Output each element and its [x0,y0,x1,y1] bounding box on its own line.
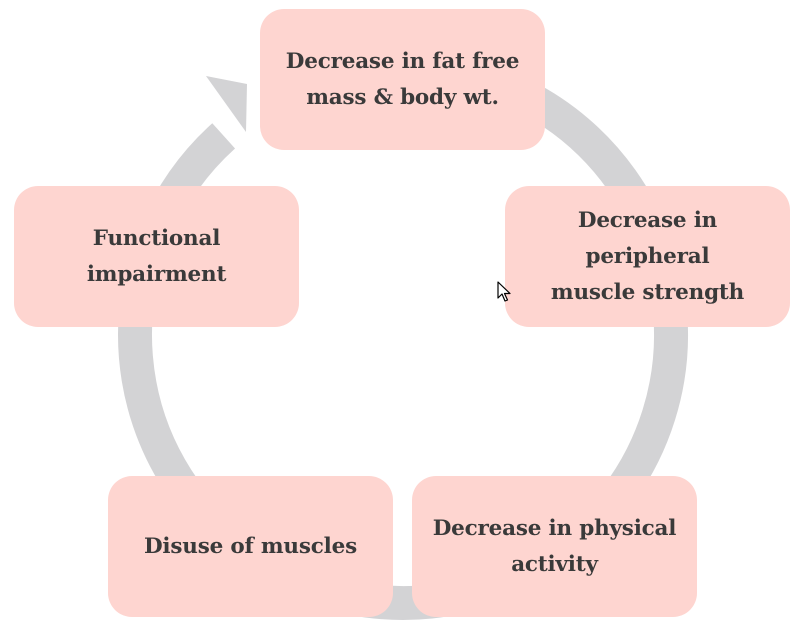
node-label-line: muscle strength [550,279,745,305]
node-label-line: Decrease in fat free [285,48,520,74]
node-label-line: Decrease in peripheral [577,207,718,269]
arrowhead-icon [206,76,247,132]
node-functional-impairment: Functional impairment [14,186,299,327]
node-label: Decrease in physical activity [433,511,677,583]
cycle-arrowhead [206,76,247,132]
node-label-line: mass & body wt. [306,84,499,110]
node-label: Decrease in peripheral muscle strength [519,203,776,311]
node-decrease-fat-free-mass: Decrease in fat free mass & body wt. [260,9,545,150]
node-label: Decrease in fat free mass & body wt. [285,44,520,116]
node-label-line: Functional impairment [86,225,227,287]
mouse-pointer-icon [497,281,511,302]
node-disuse-of-muscles: Disuse of muscles [108,476,393,617]
node-decrease-muscle-strength: Decrease in peripheral muscle strength [505,186,790,327]
node-label-line: activity [511,551,598,577]
node-decrease-physical-activity: Decrease in physical activity [412,476,697,617]
node-label-line: Disuse of muscles [143,533,358,559]
node-label: Functional impairment [28,221,285,293]
node-label: Disuse of muscles [144,529,357,565]
node-label-line: Decrease in physical [432,515,677,541]
